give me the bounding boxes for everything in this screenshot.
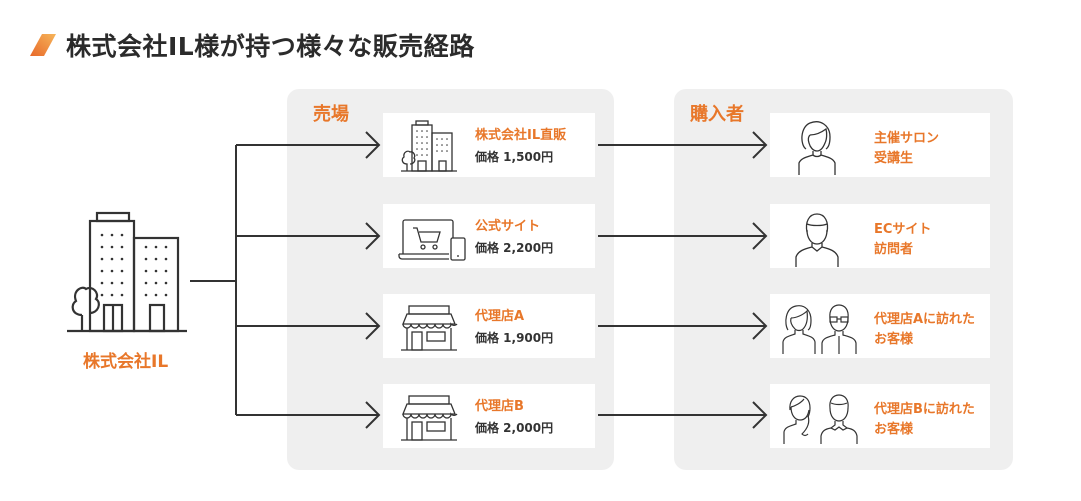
arrow-to-channel-1: [236, 131, 381, 159]
arrow-to-channel-3: [236, 312, 381, 340]
channel-price: 価格 2,200円: [475, 241, 554, 255]
couple-icon: [782, 304, 857, 354]
channel-name: 株式会社IL直販: [475, 128, 567, 143]
channel-card-agency-b: 代理店B 価格 2,000円: [380, 381, 598, 451]
channel-price: 価格 1,900円: [475, 331, 554, 345]
storefront-icon: [401, 305, 458, 351]
arrow-to-channel-2: [236, 222, 381, 250]
buyer-card-salon-students: 主催サロン 受講生: [767, 110, 993, 180]
buyer-line1: ECサイト: [874, 222, 932, 237]
buyer-card-agency-a-customers: 代理店Aに訪れた お客様: [767, 291, 993, 361]
arrow-to-buyer-3: [598, 312, 768, 340]
company-label: 株式会社IL: [83, 352, 169, 372]
buyer-line1: 代理店Aに訪れた: [874, 312, 976, 327]
arrow-to-buyer-4: [598, 401, 768, 429]
channel-card-official-site: 公式サイト 価格 2,200円: [380, 201, 598, 271]
buyer-card-ec-visitors: ECサイト 訪問者: [767, 201, 993, 271]
page-title-group: 株式会社IL様が持つ様々な販売経路: [28, 28, 475, 62]
channel-name: 代理店B: [475, 399, 524, 414]
laptop-cart-icon: [398, 219, 466, 261]
channel-card-direct: 株式会社IL直販 価格 1,500円: [380, 110, 598, 180]
arrow-to-channel-4: [236, 401, 381, 429]
buyer-line1: 主催サロン: [874, 131, 940, 146]
channel-name: 公式サイト: [475, 219, 541, 234]
channel-price: 価格 2,000円: [475, 421, 554, 435]
office-buildings-icon: [67, 211, 187, 333]
buyer-card-agency-b-customers: 代理店Bに訪れた お客様: [767, 381, 993, 451]
office-buildings-icon: [401, 120, 457, 172]
channel-price: 価格 1,500円: [475, 150, 554, 164]
buyer-line2: お客様: [874, 422, 914, 437]
couple-icon: [783, 394, 858, 444]
arrow-to-buyer-1: [598, 131, 768, 159]
channel-card-agency-a: 代理店A 価格 1,900円: [380, 291, 598, 361]
sales-panel-label: 売場: [313, 104, 349, 125]
arrow-to-buyer-2: [598, 222, 768, 250]
buyer-line2: 訪問者: [874, 242, 914, 257]
storefront-icon: [401, 395, 458, 441]
channel-name: 代理店A: [475, 309, 525, 324]
buyers-panel-label: 購入者: [690, 104, 744, 125]
page-title: 株式会社IL様が持つ様々な販売経路: [66, 32, 475, 61]
buyer-line2: 受講生: [874, 151, 914, 166]
buyer-line1: 代理店Bに訪れた: [874, 402, 975, 417]
buyer-line2: お客様: [874, 332, 914, 347]
man-icon: [795, 213, 839, 267]
slash-accent-icon: [30, 34, 56, 56]
woman-icon: [798, 121, 836, 175]
